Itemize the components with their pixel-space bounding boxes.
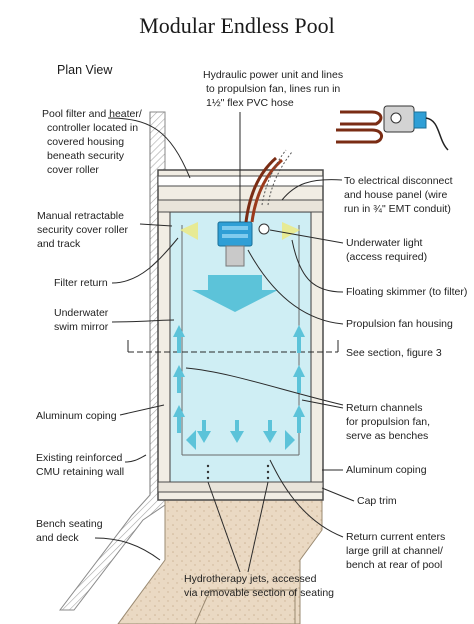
bench-deck-line-1: Bench seating (36, 518, 103, 530)
filter-heater-line-1: Pool filter and heater/ (42, 108, 142, 120)
fan-housing-line-1: Propulsion fan housing (346, 318, 453, 330)
diagram-title: Modular Endless Pool (139, 13, 335, 38)
return-channels-line-3: serve as benches (346, 430, 428, 442)
hydraulic-line-2: to propulsion fan, lines run in (206, 83, 340, 95)
aluminum-coping-left-line-1: Aluminum coping (36, 410, 117, 422)
electrical-line-1: To electrical disconnect (344, 175, 453, 187)
filter-heater-line-5: cover roller (47, 164, 99, 176)
bench-seating-deck (117, 499, 323, 624)
section-line-1: See section, figure 3 (346, 347, 442, 359)
label-cap-trim: Cap trim (321, 487, 397, 507)
hydrotherapy-line-2: via removable section of seating (184, 587, 334, 599)
filter-return-flows (180, 222, 300, 240)
label-hydrotherapy: Hydrotherapy jets, accessed via removabl… (184, 481, 334, 599)
plan-view-label: Plan View (57, 63, 113, 77)
label-aluminum-coping-left: Aluminum coping (36, 404, 165, 422)
cover-roller-line-2: security cover roller (37, 224, 129, 236)
propulsion-fan-housing (217, 221, 253, 267)
label-skimmer: Floating skimmer (to filter) (291, 239, 467, 298)
label-underwater-light: Underwater light (access required) (269, 229, 427, 263)
hydrotherapy-jets (206, 464, 270, 480)
label-hydraulic: Hydraulic power unit and lines to propul… (203, 69, 343, 222)
return-channels-line-2: for propulsion fan, (346, 416, 430, 428)
label-return-current: Return current enters large grill at cha… (269, 459, 445, 571)
return-current-line-1: Return current enters (346, 531, 445, 543)
filter-heater-line-2: controller located in (47, 122, 138, 134)
label-aluminum-coping-right: Aluminum coping (322, 464, 427, 476)
hydrotherapy-line-1: Hydrotherapy jets, accessed (184, 573, 317, 585)
cmu-wall-line-1: Existing reinforced (36, 452, 123, 464)
hydraulic-hoses (244, 149, 293, 223)
mirror-line-2: swim mirror (54, 321, 109, 333)
filter-heater-line-4: beneath security (47, 150, 125, 162)
label-mirror: Underwater swim mirror (54, 307, 175, 333)
electrical-line-3: run in ¾" EMT conduit) (344, 203, 451, 215)
label-return-channels: Return channels for propulsion fan, serv… (185, 367, 430, 442)
cover-roller-line-3: and track (37, 238, 81, 250)
return-channels-line-1: Return channels (346, 402, 422, 414)
return-current-line-2: large grill at channel/ (346, 545, 443, 557)
bench-deck-line-2: and deck (36, 532, 79, 544)
filter-heater-line-3: covered housing (47, 136, 124, 148)
label-cover-roller: Manual retractable security cover roller… (37, 210, 173, 250)
filter-return-line-1: Filter return (54, 277, 108, 289)
hydraulic-line-1: Hydraulic power unit and lines (203, 69, 343, 81)
aluminum-coping-right-line-1: Aluminum coping (346, 464, 427, 476)
cover-roller-line-1: Manual retractable (37, 210, 124, 222)
label-cmu-wall: Existing reinforced CMU retaining wall (36, 452, 147, 478)
label-filter-return: Filter return (54, 237, 179, 289)
label-filter-heater: Pool filter and heater/ controller locat… (42, 108, 191, 179)
hydraulic-power-unit (336, 105, 449, 151)
label-electrical: To electrical disconnect and house panel… (281, 175, 453, 215)
return-current-line-3: bench at rear of pool (346, 559, 442, 571)
label-section: See section, figure 3 (346, 347, 442, 359)
section-cut-line (127, 340, 339, 353)
underwater-light-line-2: (access required) (346, 251, 427, 263)
skimmer-line-1: Floating skimmer (to filter) (346, 286, 467, 298)
mirror-line-1: Underwater (54, 307, 109, 319)
label-fan-housing: Propulsion fan housing (247, 249, 453, 330)
cmu-wall-line-2: CMU retaining wall (36, 466, 124, 478)
underwater-light (258, 223, 270, 235)
cap-trim-line-1: Cap trim (357, 495, 397, 507)
electrical-line-2: and house panel (wire (344, 189, 447, 201)
label-bench-deck: Bench seating and deck (36, 518, 161, 561)
underwater-light-line-1: Underwater light (346, 237, 423, 249)
flow-arrows (173, 275, 305, 450)
hydraulic-line-3: 1½" flex PVC hose (206, 97, 294, 109)
